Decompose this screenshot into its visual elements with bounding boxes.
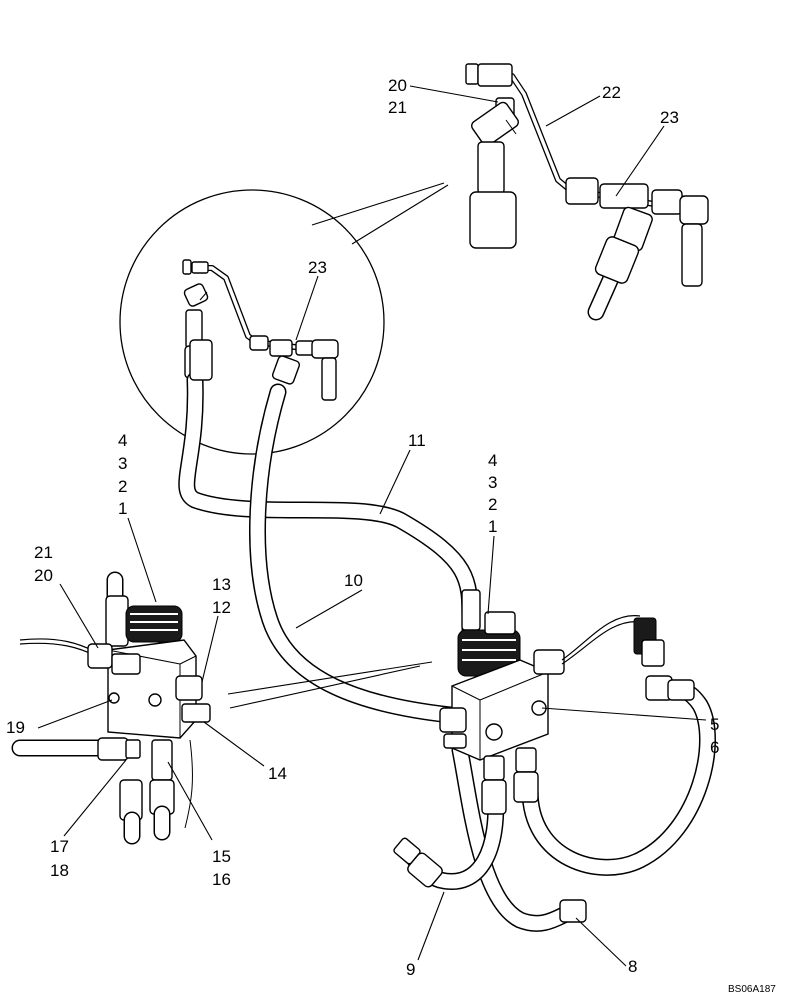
detail-circle (119, 189, 385, 455)
valve-assembly-left (11, 571, 211, 845)
callout-18: 18 (50, 861, 69, 880)
callout-5: 5 (710, 715, 719, 734)
callout-4-right: 4 (488, 451, 497, 470)
callout-2-left: 2 (118, 477, 127, 496)
callout-23-circle: 23 (308, 258, 327, 277)
magnifier-ray-upper (311, 182, 445, 226)
callout-16: 16 (212, 870, 231, 889)
callout-15: 15 (212, 847, 231, 866)
callout-12: 12 (212, 598, 231, 617)
reference-arrow-lower (229, 665, 421, 709)
callout-21-left: 21 (34, 543, 53, 562)
reference-arrow-upper (227, 661, 433, 695)
callout-4-left: 4 (118, 431, 127, 450)
leader-lines (37, 85, 707, 967)
callout-8: 8 (628, 957, 637, 976)
callout-20-top: 20 (388, 76, 407, 95)
hose-right-loop (521, 679, 716, 876)
callout-13: 13 (212, 575, 231, 594)
callout-3-left: 3 (118, 454, 127, 473)
callout-22: 22 (602, 83, 621, 102)
callout-19: 19 (6, 718, 25, 737)
callout-10: 10 (344, 571, 363, 590)
callout-11: 11 (408, 431, 426, 450)
callout-20-left: 20 (34, 566, 53, 585)
callout-labels: 20 21 22 23 23 4 3 2 1 11 4 3 2 1 21 20 … (6, 76, 776, 995)
callout-2-right: 2 (488, 495, 497, 514)
main-hoses (178, 339, 716, 932)
callout-1-right: 1 (488, 517, 497, 536)
callout-9: 9 (406, 960, 415, 979)
callout-1-left: 1 (118, 499, 127, 518)
callout-21-top: 21 (388, 98, 407, 117)
callout-17: 17 (50, 837, 69, 856)
valve-assembly-right (439, 589, 665, 815)
callout-6: 6 (710, 738, 719, 757)
callout-3-right: 3 (488, 473, 497, 492)
callout-14: 14 (268, 764, 287, 783)
callout-23-top: 23 (660, 108, 679, 127)
exploded-detail-top (465, 63, 709, 321)
magnifier-ray-lower (351, 184, 449, 245)
drawing-code: BS06A187 (728, 984, 776, 995)
detail-magnifier (119, 182, 449, 455)
